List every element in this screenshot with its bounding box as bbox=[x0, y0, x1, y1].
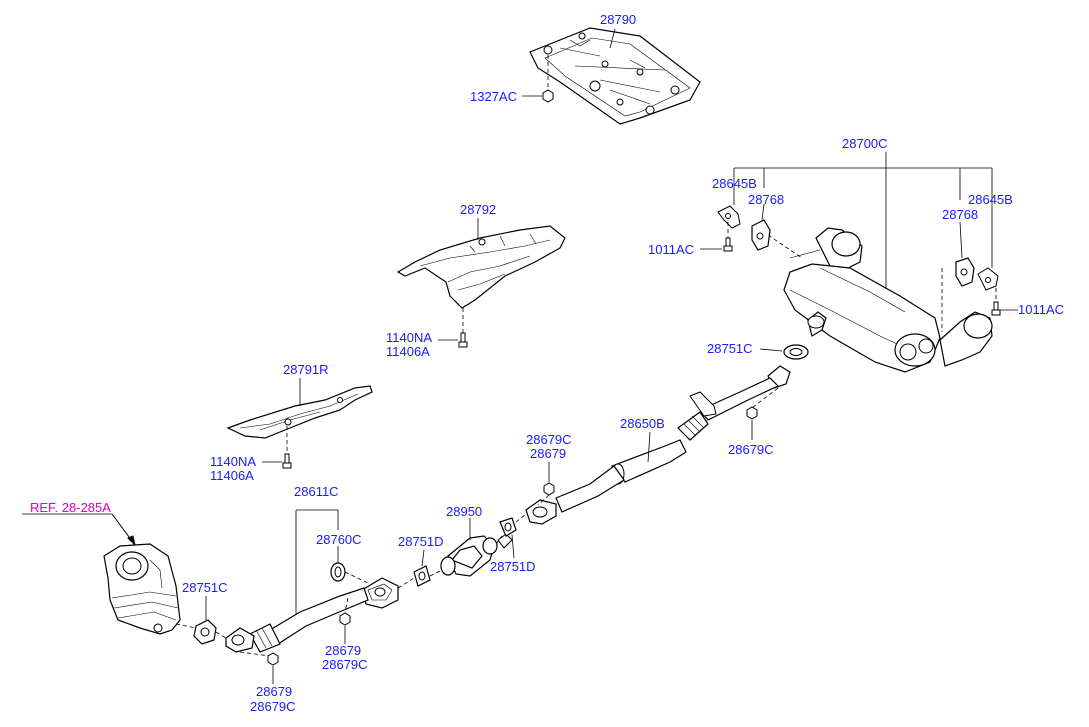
exhaust-manifold-catalyst bbox=[103, 543, 181, 635]
bolt-center-icon bbox=[458, 332, 468, 348]
label-nut-upper: 1327AC bbox=[470, 89, 517, 104]
label-heat-protector-front: 28791R bbox=[283, 362, 329, 377]
heat-protector-upper bbox=[529, 27, 701, 125]
label-nut-front-b: 28679C bbox=[322, 657, 368, 672]
nut-center-icon bbox=[543, 482, 555, 496]
label-gasket-rear: 28751C bbox=[707, 341, 753, 356]
label-nut-bottom-b: 28679C bbox=[250, 699, 296, 714]
label-gasket-cat-left: 28751D bbox=[398, 534, 444, 549]
catalytic-converter bbox=[440, 533, 513, 577]
label-reference: REF. 28-285A bbox=[30, 500, 111, 515]
label-bolt-center-a: 1140NA bbox=[386, 330, 432, 345]
label-muffler-assy: 28700C bbox=[842, 136, 888, 151]
label-hanger-bracket-right: 28645B bbox=[968, 192, 1013, 207]
label-ring-front-pipe: 28760C bbox=[316, 532, 362, 547]
label-heat-protector-upper: 28790 bbox=[600, 12, 636, 27]
label-front-pipe: 28611C bbox=[294, 484, 339, 499]
label-gasket-manifold: 28751C bbox=[182, 580, 228, 595]
label-bolt-left: 1011AC bbox=[648, 242, 694, 257]
hanger-bracket-right bbox=[977, 267, 999, 291]
label-nut-center-b: 28679 bbox=[530, 446, 566, 461]
label-bolt-front-b: 11406A bbox=[210, 468, 254, 483]
label-hanger-rubber-right: 28768 bbox=[942, 207, 978, 222]
bolt-front-icon bbox=[282, 453, 292, 469]
label-cat-converter: 28950 bbox=[446, 504, 482, 519]
label-nut-front-a: 28679 bbox=[325, 643, 361, 658]
gasket-cat-right bbox=[499, 517, 517, 537]
bolt-right-icon bbox=[991, 301, 1001, 316]
gasket-manifold bbox=[193, 619, 217, 645]
heat-protector-front bbox=[226, 385, 373, 439]
label-gasket-cat-right: 28751D bbox=[490, 559, 536, 574]
label-nut-center-a: 28679C bbox=[526, 432, 572, 447]
hanger-bracket-left bbox=[717, 205, 741, 229]
label-nut-bottom-a: 28679 bbox=[256, 684, 292, 699]
nut-front-icon bbox=[339, 612, 351, 626]
nut-rear-pipe-icon bbox=[746, 406, 758, 420]
label-hanger-bracket-left: 28645B bbox=[712, 176, 757, 191]
front-pipe bbox=[225, 577, 399, 653]
muffler bbox=[767, 227, 993, 373]
nut-upper-icon bbox=[542, 89, 554, 103]
bolt-left-icon bbox=[723, 237, 733, 252]
label-center-pipe: 28650B bbox=[620, 416, 665, 431]
ring-front-pipe bbox=[330, 562, 346, 582]
label-heat-protector-center: 28792 bbox=[460, 202, 496, 217]
label-hanger-rubber-left: 28768 bbox=[748, 192, 784, 207]
label-bolt-front-a: 1140NA bbox=[210, 454, 256, 469]
nut-bottom-icon bbox=[267, 652, 279, 666]
label-bolt-center-b: 11406A bbox=[386, 344, 430, 359]
hanger-rubber-left bbox=[751, 219, 771, 251]
hanger-rubber-right bbox=[955, 257, 975, 287]
label-bolt-right: 1011AC bbox=[1018, 302, 1064, 317]
center-pipe bbox=[525, 365, 791, 525]
gasket-rear bbox=[783, 344, 809, 360]
label-nut-rear-pipe: 28679C bbox=[728, 442, 774, 457]
gasket-cat-left bbox=[413, 565, 431, 587]
heat-protector-center bbox=[396, 225, 566, 309]
